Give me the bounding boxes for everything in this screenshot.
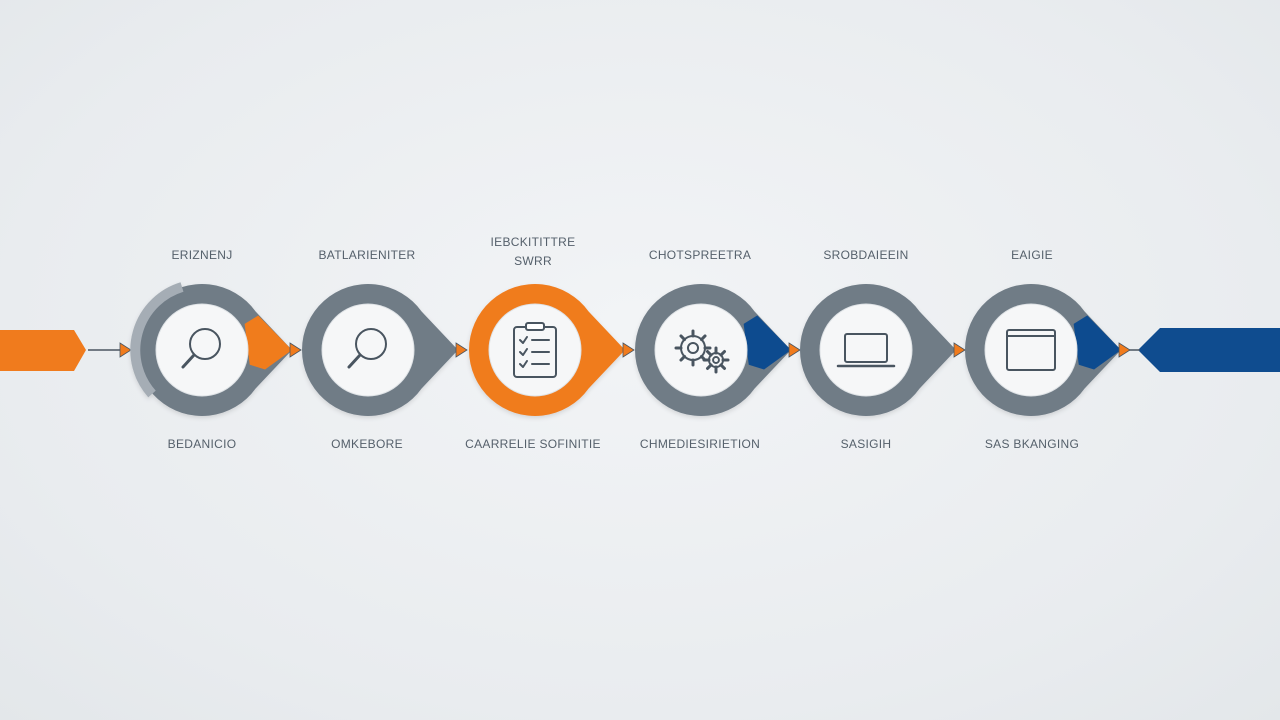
step-2-top-label: BATLARIENITER xyxy=(318,248,416,262)
step-5-next-arrow xyxy=(953,342,966,358)
step-1-inner-disc xyxy=(155,303,249,397)
step-4-node xyxy=(635,284,791,417)
step-5-bottom-label: SASIGIH xyxy=(840,437,892,451)
start-connector-arrowhead xyxy=(119,342,132,358)
step-1-next-arrow xyxy=(289,342,302,358)
step-1-top-label: ERIZNENJ xyxy=(171,248,233,262)
step-3-node xyxy=(469,284,625,417)
step-2-inner-disc xyxy=(321,303,415,397)
step-5-top-label: SROBDAIEEIN xyxy=(823,248,909,262)
step-2-next-arrow xyxy=(455,342,468,358)
step-1-search-icon xyxy=(181,328,221,369)
end-arrow-banner xyxy=(1138,328,1280,372)
step-4-next-arrow xyxy=(788,342,801,358)
step-5-inner-disc xyxy=(819,303,913,397)
step-2-bottom-label: OMKEBORE xyxy=(331,437,403,451)
step-6-bottom-label: SAS BKANGING xyxy=(984,437,1080,451)
step-4-top-label: CHOTSPREETRA xyxy=(648,248,752,262)
step-1-ring-highlight xyxy=(130,282,184,398)
step-2-node xyxy=(302,284,458,417)
step-6-inner-disc xyxy=(984,303,1078,397)
step-6-monitor-icon xyxy=(1006,329,1056,371)
step-6-next-arrow xyxy=(1118,342,1131,358)
step-3-inner-disc xyxy=(488,303,582,397)
step-1-node xyxy=(130,282,292,417)
step-4-gears-icon xyxy=(674,329,730,374)
start-arrow-banner xyxy=(0,330,86,371)
step-2-search-icon xyxy=(347,328,387,369)
step-4-bottom-label: CHMEDIESIRIETION xyxy=(639,437,761,451)
step-5-node xyxy=(800,284,956,417)
step-4-inner-disc xyxy=(654,303,748,397)
step-1-ring-accent xyxy=(244,315,292,370)
step-3-bottom-label: CAARRELIE SOFINITIE xyxy=(465,437,601,451)
step-3-next-arrow xyxy=(622,342,635,358)
step-6-node xyxy=(965,284,1121,417)
step-3-top-label-line-2: SWRR xyxy=(514,254,552,268)
step-6-ring-accent xyxy=(1073,315,1121,370)
step-1-bottom-label: BEDANICIO xyxy=(167,437,237,451)
step-4-ring-accent xyxy=(743,315,791,370)
step-3-top-label: IEBCKITITTRE SWRR xyxy=(433,233,633,271)
step-6-top-label: EAIGIE xyxy=(1011,248,1053,262)
step-3-checklist-icon xyxy=(513,322,557,378)
step-3-top-label-line-1: IEBCKITITTRE xyxy=(490,235,576,249)
step-5-laptop-icon xyxy=(836,333,896,368)
